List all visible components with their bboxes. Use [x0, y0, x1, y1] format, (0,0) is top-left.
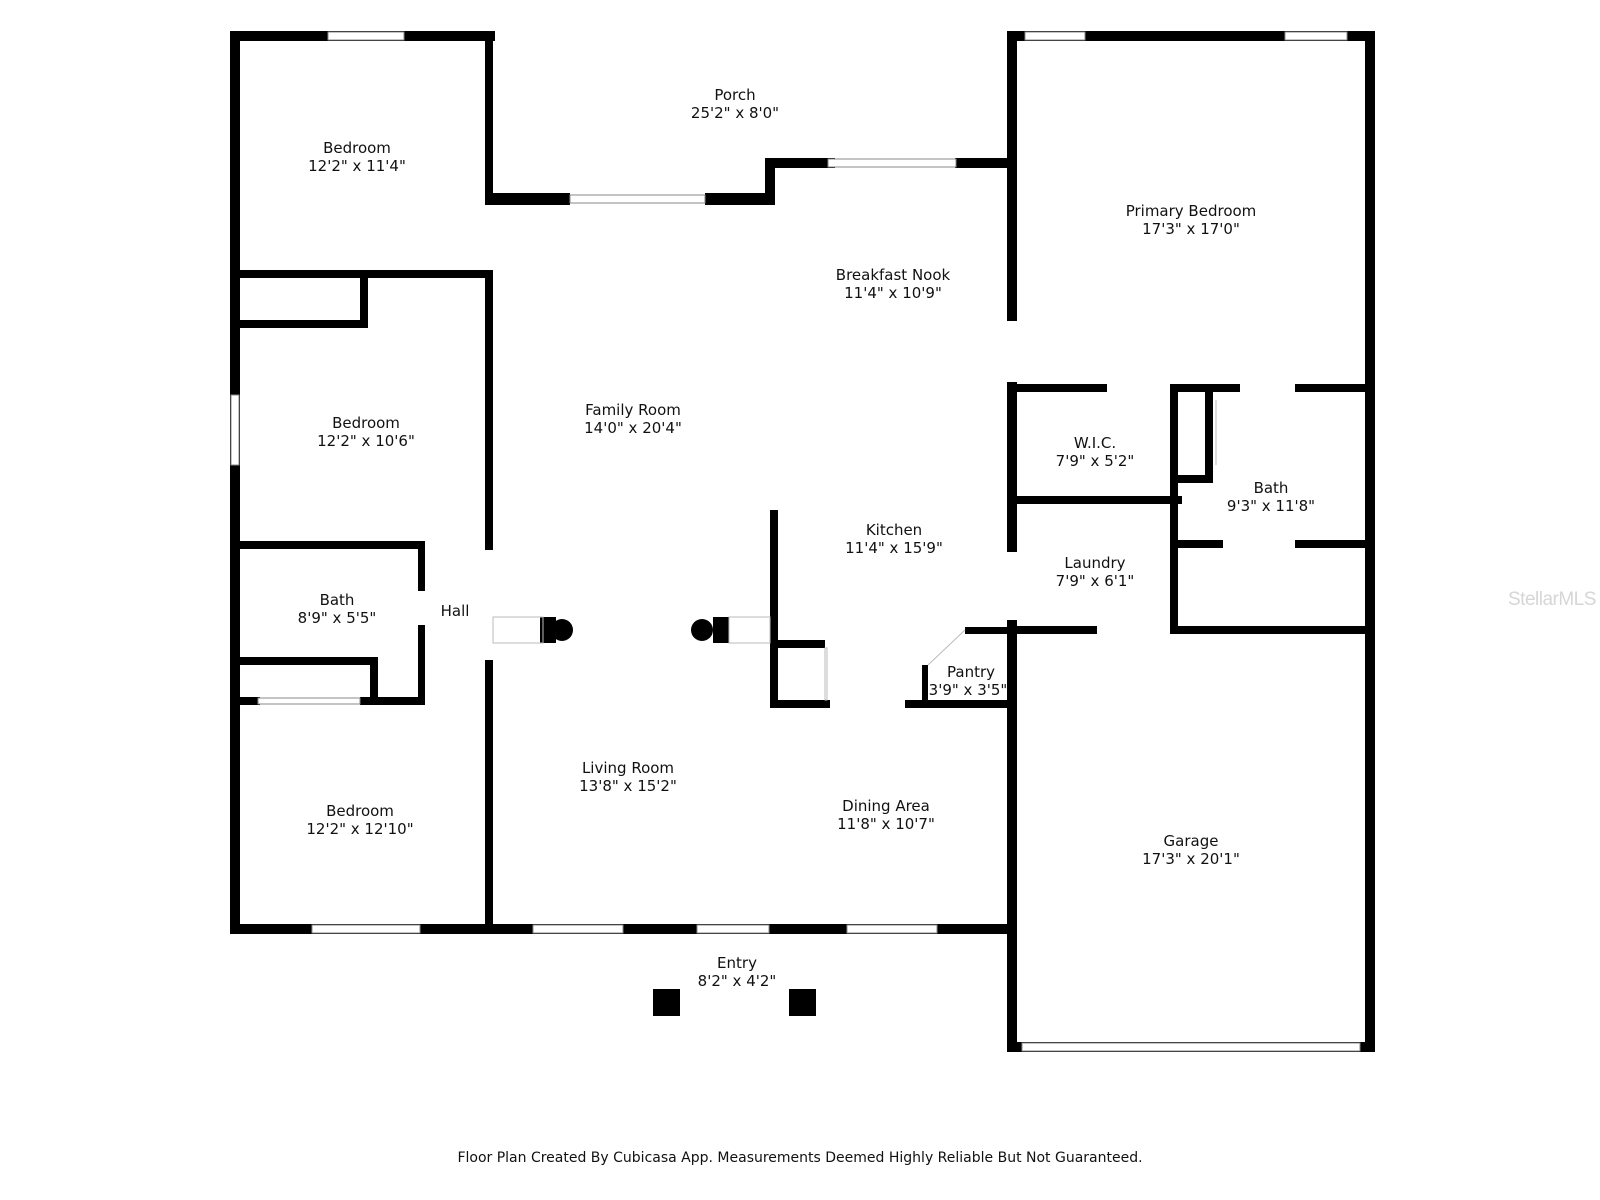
room-size: 11'4" x 10'9"	[844, 284, 942, 302]
room-name: Bedroom	[326, 802, 394, 820]
room-name: Kitchen	[866, 521, 922, 539]
room-bath-primary: Bath 9'3" x 11'8"	[1227, 479, 1315, 515]
room-living-room: Living Room 13'8" x 15'2"	[579, 759, 677, 795]
room-name: Breakfast Nook	[836, 266, 951, 284]
room-wic: W.I.C. 7'9" x 5'2"	[1056, 434, 1135, 470]
room-size: 17'3" x 17'0"	[1142, 220, 1240, 238]
room-bath-hall: Bath 8'9" x 5'5"	[298, 591, 377, 627]
room-hall: Hall	[441, 602, 470, 620]
walls	[230, 31, 1375, 1052]
room-size: 13'8" x 15'2"	[579, 777, 677, 795]
room-size: 11'8" x 10'7"	[837, 815, 935, 833]
room-size: 8'9" x 5'5"	[298, 609, 377, 627]
watermark: StellarMLS	[1508, 589, 1596, 610]
room-entry: Entry 8'2" x 4'2"	[698, 954, 777, 990]
room-name: Living Room	[582, 759, 674, 777]
room-name: Bath	[1254, 479, 1289, 497]
room-size: 25'2" x 8'0"	[691, 104, 779, 122]
room-bedroom-1: Bedroom 12'2" x 11'4"	[308, 139, 406, 175]
room-name: Pantry	[947, 663, 995, 681]
room-bedroom-2: Bedroom 12'2" x 10'6"	[317, 414, 415, 450]
room-size: 12'2" x 10'6"	[317, 432, 415, 450]
room-name: Bedroom	[332, 414, 400, 432]
room-size: 11'4" x 15'9"	[845, 539, 943, 557]
room-name: Primary Bedroom	[1126, 202, 1257, 220]
room-size: 3'9" x 3'5"	[929, 681, 1008, 699]
room-garage: Garage 17'3" x 20'1"	[1142, 832, 1240, 868]
room-kitchen: Kitchen 11'4" x 15'9"	[845, 521, 943, 557]
room-name: Entry	[717, 954, 757, 972]
room-name: Garage	[1164, 832, 1219, 850]
room-size: 9'3" x 11'8"	[1227, 497, 1315, 515]
room-size: 12'2" x 12'10"	[306, 820, 413, 838]
room-porch: Porch 25'2" x 8'0"	[691, 86, 779, 122]
room-size: 17'3" x 20'1"	[1142, 850, 1240, 868]
room-size: 7'9" x 5'2"	[1056, 452, 1135, 470]
room-name: W.I.C.	[1074, 434, 1116, 452]
room-name: Bath	[320, 591, 355, 609]
room-name: Dining Area	[842, 797, 930, 815]
room-size: 14'0" x 20'4"	[584, 419, 682, 437]
room-name: Family Room	[585, 401, 681, 419]
room-pantry: Pantry 3'9" x 3'5"	[929, 663, 1008, 699]
room-laundry: Laundry 7'9" x 6'1"	[1056, 554, 1135, 590]
room-family-room: Family Room 14'0" x 20'4"	[584, 401, 682, 437]
room-bedroom-3: Bedroom 12'2" x 12'10"	[306, 802, 413, 838]
windows	[230, 31, 1361, 1052]
room-name: Laundry	[1064, 554, 1125, 572]
fixtures	[492, 400, 1217, 701]
room-size: 7'9" x 6'1"	[1056, 572, 1135, 590]
footer-note: Floor Plan Created By Cubicasa App. Meas…	[457, 1150, 1143, 1166]
room-dining-area: Dining Area 11'8" x 10'7"	[837, 797, 935, 833]
room-breakfast-nook: Breakfast Nook 11'4" x 10'9"	[836, 266, 951, 302]
room-name: Hall	[441, 602, 470, 620]
room-size: 8'2" x 4'2"	[698, 972, 777, 990]
room-name: Porch	[714, 86, 755, 104]
room-primary-bedroom: Primary Bedroom 17'3" x 17'0"	[1126, 202, 1257, 238]
room-size: 12'2" x 11'4"	[308, 157, 406, 175]
room-name: Bedroom	[323, 139, 391, 157]
